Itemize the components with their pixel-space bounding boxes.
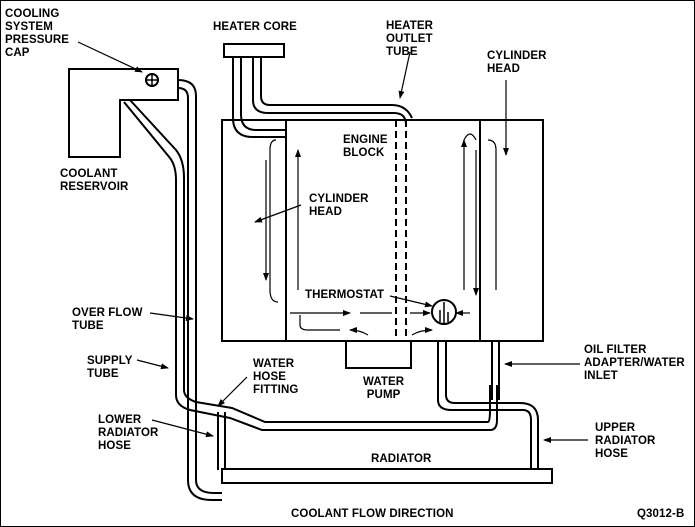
label-over-flow-tube: OVER FLOW TUBE bbox=[72, 307, 143, 332]
figure-id: Q3012-B bbox=[637, 508, 685, 520]
label-cylinder-head-right: CYLINDER HEAD bbox=[487, 50, 547, 75]
heater-core bbox=[223, 43, 285, 58]
label-upper-radiator-hose: UPPER RADIATOR HOSE bbox=[595, 422, 656, 460]
label-coolant-reservoir: COOLANT RESERVOIR bbox=[60, 168, 129, 193]
label-pressure-cap: COOLING SYSTEM PRESSURE CAP bbox=[5, 8, 70, 59]
engine-cylinder-head-left bbox=[221, 119, 287, 342]
pressure-cap-icon bbox=[145, 73, 159, 87]
supply-tube bbox=[123, 101, 498, 431]
label-water-hose-fitting: WATER HOSE FITTING bbox=[253, 358, 299, 396]
radiator bbox=[221, 468, 553, 484]
engine-cylinder-head-right bbox=[479, 119, 544, 342]
label-heater-core: HEATER CORE bbox=[213, 21, 297, 33]
thermostat-icon bbox=[431, 299, 457, 325]
lower-radiator-hose bbox=[217, 412, 226, 470]
label-water-pump: WATER PUMP bbox=[363, 376, 405, 401]
heater-outlet-hose bbox=[252, 57, 413, 126]
coolant-reservoir bbox=[68, 68, 179, 158]
label-cylinder-head-left: CYLINDER HEAD bbox=[309, 193, 369, 218]
diagram-title: COOLANT FLOW DIRECTION bbox=[291, 508, 454, 520]
oil-filter-adapter bbox=[491, 341, 500, 400]
label-engine-block: ENGINE BLOCK bbox=[343, 134, 388, 159]
water-pump bbox=[345, 340, 412, 369]
label-thermostat: THERMOSTAT bbox=[305, 289, 385, 301]
label-supply-tube: SUPPLY TUBE bbox=[87, 355, 133, 380]
heater-inlet-hose bbox=[232, 57, 286, 138]
label-radiator: RADIATOR bbox=[371, 453, 432, 465]
upper-radiator-hose bbox=[437, 327, 539, 469]
label-oil-filter-adapter: OIL FILTER ADAPTER/WATER INLET bbox=[584, 344, 685, 382]
label-heater-outlet-tube: HEATER OUTLET TUBE bbox=[386, 20, 434, 58]
overflow-tube bbox=[177, 79, 222, 494]
label-lower-radiator-hose: LOWER RADIATOR HOSE bbox=[98, 414, 159, 452]
